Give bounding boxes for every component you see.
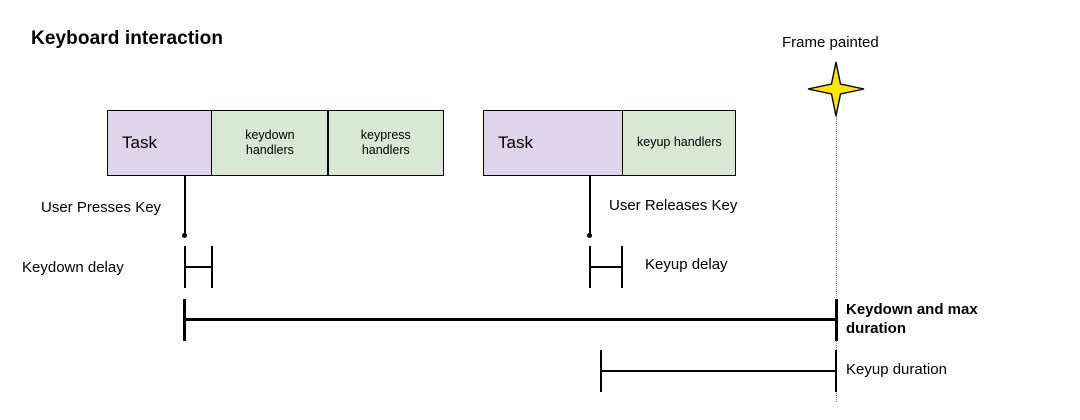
keydown-handlers-line1: keydown xyxy=(245,127,295,142)
keyup-duration-label: Keyup duration xyxy=(846,361,947,378)
task-box-keydown-label: Task xyxy=(122,132,157,152)
key-release-event-label: User Releases Key xyxy=(609,197,738,214)
keypress-handlers-box[interactable]: keypress handlers xyxy=(327,110,444,176)
key-press-event-label: User Presses Key xyxy=(41,199,162,216)
keyup-delay-span xyxy=(589,266,622,268)
keydown-max-duration-label: Keydown and max duration xyxy=(846,300,1036,338)
task-box-keyup-label: Task xyxy=(498,132,533,152)
keypress-handlers-line1: keypress xyxy=(360,127,411,142)
key-release-event-arrowhead xyxy=(586,233,592,238)
frame-painted-label: Frame painted xyxy=(782,34,879,51)
key-press-event-line xyxy=(184,176,186,236)
keydown-max-duration-label-line1: Keydown and max xyxy=(846,301,978,318)
page-title: Keyboard interaction xyxy=(31,28,224,49)
frame-guide-line xyxy=(836,116,837,402)
keydown-delay-span xyxy=(184,266,212,268)
keydown-delay-label: Keydown delay xyxy=(22,259,124,276)
key-press-event-arrowhead xyxy=(181,233,187,238)
key-release-event-line xyxy=(589,176,591,236)
keyup-handlers-box[interactable]: keyup handlers xyxy=(622,110,737,176)
task-box-keyup[interactable]: Task xyxy=(483,110,623,176)
keypress-handlers-line2: handlers xyxy=(361,143,410,157)
keyup-delay-label: Keyup delay xyxy=(645,256,728,273)
keydown-handlers-line2: handlers xyxy=(245,143,294,157)
keyup-duration-span xyxy=(600,370,836,372)
keypress-handlers-label: keypress handlers xyxy=(361,128,411,159)
keydown-max-duration-label-line2: duration xyxy=(846,320,906,338)
keydown-handlers-label: keydown handlers xyxy=(245,128,294,159)
four-point-star-icon xyxy=(806,60,866,118)
keydown-max-duration-span xyxy=(183,318,837,321)
task-box-keydown[interactable]: Task xyxy=(107,110,212,176)
keyup-handlers-label: keyup handlers xyxy=(637,135,722,150)
keydown-handlers-box[interactable]: keydown handlers xyxy=(211,110,329,176)
